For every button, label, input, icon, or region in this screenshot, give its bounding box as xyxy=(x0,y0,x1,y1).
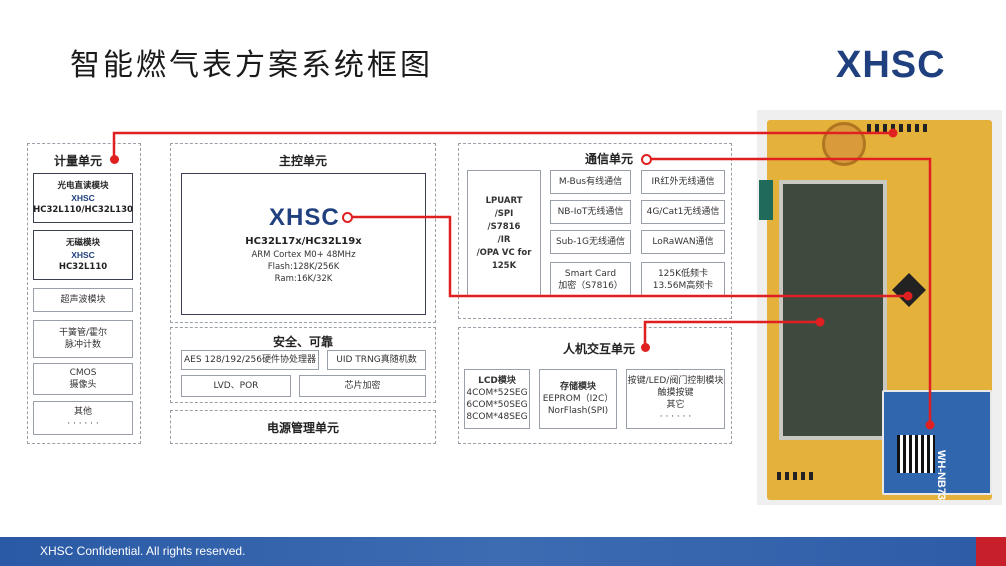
lvd-por-box: LVD、POR xyxy=(181,375,291,397)
uid-trng-box: UID TRNG真随机数 xyxy=(327,350,426,370)
main-mcu-logo: XHSC xyxy=(269,204,340,231)
page-title: 智能燃气表方案系统框图 xyxy=(70,48,433,83)
optical-module-logo: XHSC xyxy=(71,193,95,203)
cmos-label-1: CMOS xyxy=(69,368,97,378)
sub1g-box: Sub-1G无线通信 xyxy=(550,230,631,254)
footer-accent xyxy=(976,537,1006,566)
comm-title: 通信单元 xyxy=(584,152,633,166)
lorawan-box: LoRaWAN通信 xyxy=(641,230,725,254)
chip-encryption-box: 芯片加密 xyxy=(299,375,426,397)
power-title: 电源管理单元 xyxy=(266,421,339,435)
other-label: 其他 xyxy=(73,407,92,417)
iface-line-3: /S7816 xyxy=(487,221,521,232)
lvd-por-label: LVD、POR xyxy=(213,381,259,391)
hmi-connector-dot xyxy=(641,343,650,352)
aes-box: AES 128/192/256硬件协处理器 xyxy=(181,350,319,370)
mbus-label: M-Bus有线通信 xyxy=(558,177,623,187)
nb-module-qr xyxy=(897,435,935,473)
nb-module-label: WH-NB73 xyxy=(935,450,947,501)
lcd-config-3: 8COM*48SEG xyxy=(466,412,528,422)
footer-bar: XHSC Confidential. All rights reserved. xyxy=(0,537,1006,566)
sub1g-label: Sub-1G无线通信 xyxy=(555,237,626,247)
pin-header-bottom xyxy=(777,472,817,480)
magnetless-module-logo: XHSC xyxy=(71,250,95,260)
pcb-connector-strip xyxy=(759,180,773,220)
main-mcu-ram: Ram:16K/32K xyxy=(274,274,333,284)
other-ellipsis: · · · · · · xyxy=(67,419,99,429)
hmi-title: 人机交互单元 xyxy=(562,342,635,356)
storage-module-title: 存储模块 xyxy=(559,382,596,392)
storage-eeprom: EEPROM（I2C） xyxy=(542,394,614,404)
metering-title: 计量单元 xyxy=(53,154,102,168)
main-mcu-flash: Flash:128K/256K xyxy=(267,262,340,272)
reed-module-box: 干簧管/霍尔 脉冲计数 xyxy=(33,320,133,358)
brand-logo: XHSC xyxy=(836,44,946,86)
keys-line-4: · · · · · · xyxy=(659,412,692,422)
smart-card-label-1: Smart Card xyxy=(564,268,617,279)
board-photo: WH-NB73 xyxy=(757,110,1002,505)
cat1-box: 4G/Cat1无线通信 xyxy=(641,200,725,224)
ultrasonic-module-label: 超声波模块 xyxy=(60,295,106,305)
metering-connector-dot xyxy=(110,155,119,164)
ir-label: IR红外无线通信 xyxy=(651,177,715,187)
main-control-title: 主控单元 xyxy=(278,154,327,168)
keys-line-3: 其它 xyxy=(666,400,685,410)
chip-encryption-label: 芯片加密 xyxy=(344,381,381,391)
security-title: 安全、可靠 xyxy=(272,335,333,349)
keys-line-1: 按键/LED/阀门控制模块 xyxy=(627,376,724,386)
iface-line-4: /IR xyxy=(497,234,511,245)
magnetless-module-label: 无磁模块 xyxy=(65,238,100,248)
main-connector-dot xyxy=(342,212,353,223)
nbiot-box: NB-IoT无线通信 xyxy=(550,200,631,224)
rf-card-label-1: 125K低频卡 xyxy=(657,268,709,279)
power-group xyxy=(170,410,436,444)
reed-label-1: 干簧管/霍尔 xyxy=(58,328,108,338)
rf-card-box: 125K低频卡 13.56M高频卡 xyxy=(641,262,725,297)
optical-module-label: 光电直读模块 xyxy=(57,181,109,191)
comm-interface-box: LPUART /SPI /S7816 /IR /OPA VC for 125K xyxy=(467,170,541,297)
ir-box: IR红外无线通信 xyxy=(641,170,725,194)
ultrasonic-module-box: 超声波模块 xyxy=(33,288,133,312)
keys-module-box: 按键/LED/阀门控制模块 触摸按键 其它 · · · · · · xyxy=(626,369,725,429)
optical-module-chip: HC32L110/HC32L130 xyxy=(33,205,133,215)
storage-module-box: 存储模块 EEPROM（I2C） NorFlash(SPI) xyxy=(539,369,617,429)
iface-line-1: LPUART xyxy=(485,195,523,206)
reed-label-2: 脉冲计数 xyxy=(64,340,101,350)
other-module-box: 其他 · · · · · · xyxy=(33,401,133,435)
storage-norflash: NorFlash(SPI) xyxy=(547,406,609,416)
mbus-box: M-Bus有线通信 xyxy=(550,170,631,194)
smart-card-box: Smart Card 加密（S7816） xyxy=(550,262,631,297)
lcd-config-2: 6COM*50SEG xyxy=(466,400,528,410)
iface-line-2: /SPI xyxy=(494,208,514,219)
metering-group xyxy=(27,143,141,444)
lcd-config-1: 4COM*52SEG xyxy=(466,388,528,398)
lcd-panel xyxy=(779,180,887,440)
cmos-module-box: CMOS 摄像头 xyxy=(33,363,133,395)
aes-label: AES 128/192/256硬件协处理器 xyxy=(183,355,317,365)
cmos-label-2: 摄像头 xyxy=(69,380,97,390)
security-group xyxy=(170,327,436,403)
magnetless-module-box: 无磁模块 XHSC HC32L110 xyxy=(33,230,133,280)
keys-line-2: 触摸按键 xyxy=(657,388,694,398)
uid-trng-label: UID TRNG真随机数 xyxy=(336,355,417,365)
main-mcu-chip: HC32L17x/HC32L19x xyxy=(245,236,362,247)
nbiot-label: NB-IoT无线通信 xyxy=(557,207,624,217)
cat1-label: 4G/Cat1无线通信 xyxy=(646,207,720,217)
smart-card-label-2: 加密（S7816） xyxy=(558,280,623,291)
pin-header-top xyxy=(867,124,927,132)
iface-line-5: /OPA VC for xyxy=(476,247,532,258)
lorawan-label: LoRaWAN通信 xyxy=(652,237,714,247)
iface-line-6: 125K xyxy=(491,260,517,271)
coin-battery xyxy=(822,122,866,166)
footer-text: XHSC Confidential. All rights reserved. xyxy=(40,544,246,558)
rf-card-label-2: 13.56M高频卡 xyxy=(652,280,714,291)
magnetless-module-chip: HC32L110 xyxy=(58,262,108,272)
main-mcu-core: ARM Cortex M0+ 48MHz xyxy=(251,250,356,260)
comm-connector-dot xyxy=(641,154,652,165)
lcd-module-box: LCD模块 4COM*52SEG 6COM*50SEG 8COM*48SEG xyxy=(464,369,530,429)
lcd-module-title: LCD模块 xyxy=(478,376,516,386)
optical-module-box: 光电直读模块 XHSC HC32L110/HC32L130 xyxy=(33,173,133,223)
